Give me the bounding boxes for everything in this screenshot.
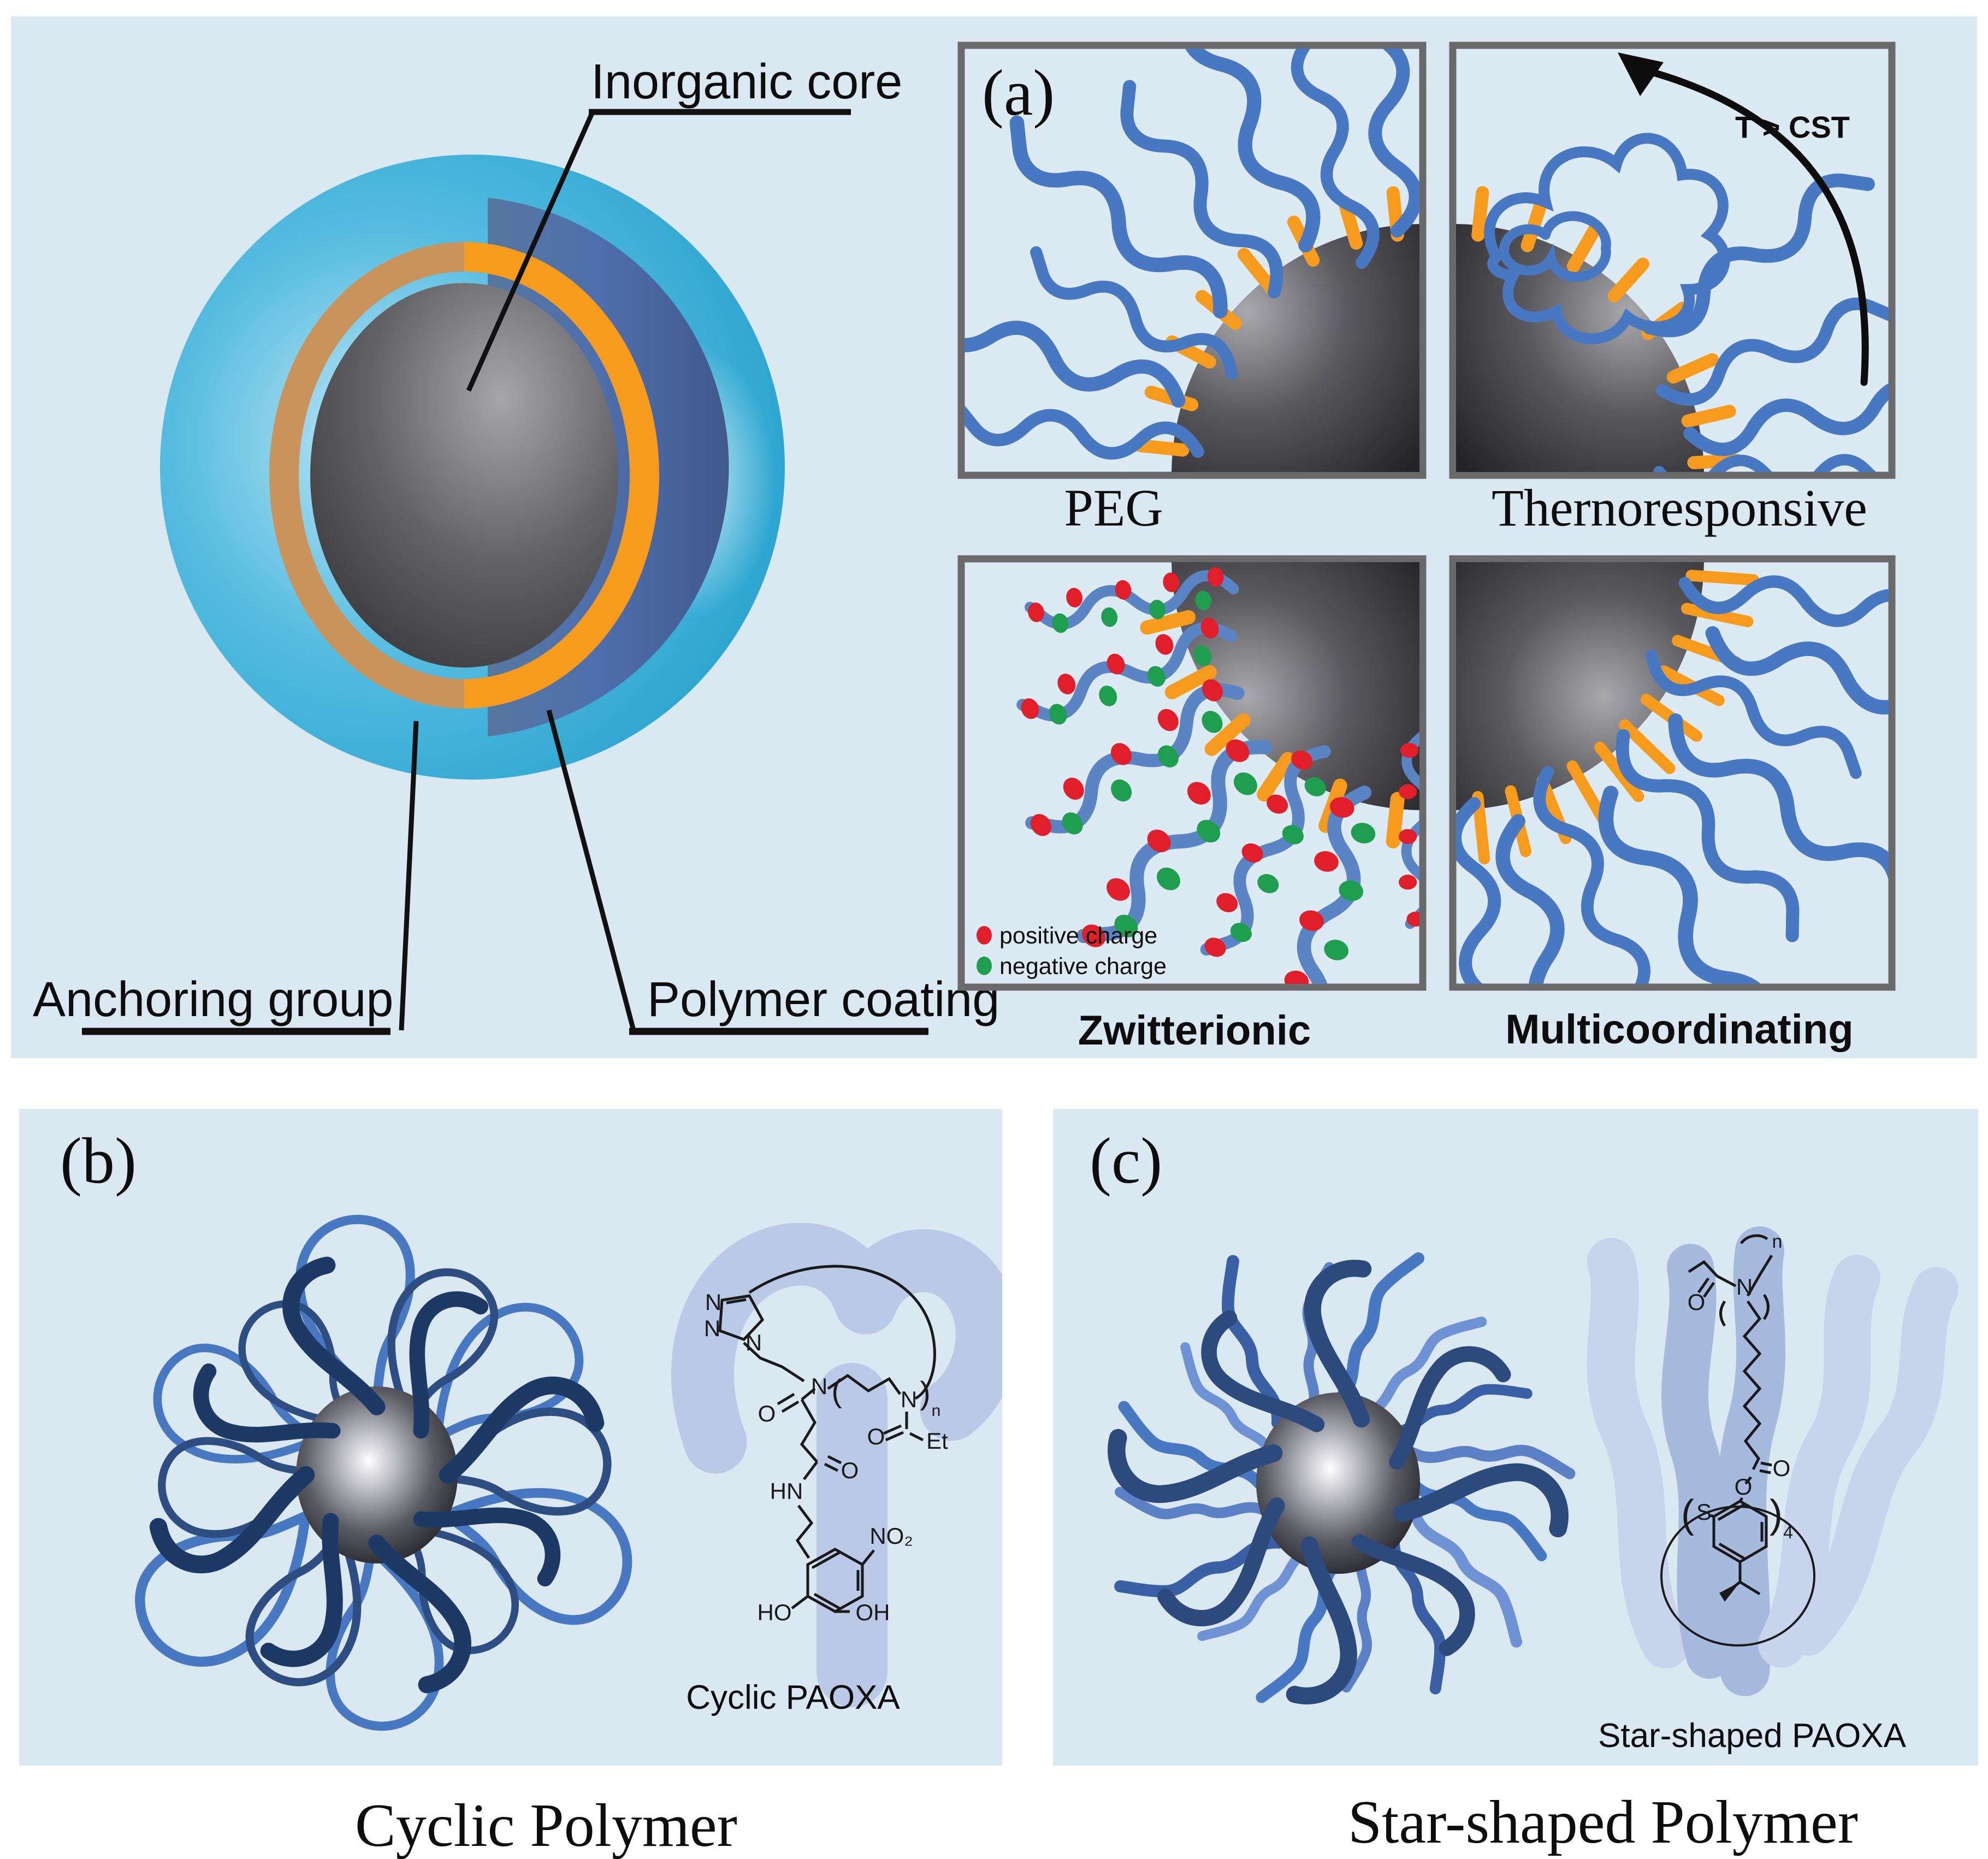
paren-close: )	[920, 1376, 930, 1411]
polymer-coating-label: Polymer coating	[647, 972, 999, 1027]
atom-ring-n: N	[901, 1386, 917, 1412]
top-panel: Inorganic core Anchoring group Polymer c…	[11, 16, 1977, 1058]
atom-et: Et	[926, 1428, 948, 1454]
paren-open: (	[831, 1373, 842, 1409]
sub-four: 4	[1783, 1522, 1793, 1542]
anchoring-ring-right	[464, 242, 659, 709]
panel-c: (c)	[1053, 1109, 1978, 1766]
atom-ho: HO	[758, 1600, 792, 1625]
atom-s: S	[1696, 1499, 1712, 1525]
structure-bonds	[718, 1265, 936, 1613]
atom-o3: O	[867, 1424, 885, 1449]
negative-charge-icon	[977, 957, 992, 975]
atom-o2: O	[841, 1457, 859, 1483]
thermo-quadrant-art	[1456, 52, 1946, 472]
paren-s-close: )	[1770, 1492, 1783, 1536]
atom-o1: O	[758, 1401, 776, 1426]
peg-quadrant-art	[915, 16, 1419, 472]
caption-cyclic-polymer: Cyclic Polymer	[355, 1792, 737, 1859]
panel-a-tag: (a)	[982, 56, 1055, 129]
star-paoxa-label: Star-shaped PAOXA	[1598, 1717, 1907, 1755]
multicoordinating-label: Multicoordinating	[1505, 1006, 1853, 1053]
thermo-core-quarter	[1456, 224, 1704, 472]
structure-atoms: N N N N ( N ) n O O HN NO₂ HO OH O Et	[704, 1289, 948, 1625]
star-core-sphere	[1256, 1392, 1420, 1574]
charge-legend: positive charge negative charge	[977, 923, 1167, 979]
atom-n3: N	[745, 1330, 762, 1355]
cyclic-polymer-particle	[120, 1219, 649, 1730]
core-shell-callouts	[82, 109, 928, 1035]
structure-atoms: n N O O O ( S ) 4	[1681, 1231, 1793, 1542]
anchoring-ring-left	[269, 242, 465, 709]
atom-no2: NO₂	[869, 1523, 913, 1549]
atom-n2: N	[704, 1315, 720, 1341]
thermo-annotation: T > CST	[1735, 110, 1850, 144]
peg-core-quarter	[1172, 224, 1419, 472]
star-paoxa-structure: n N O O O ( S ) 4 Star-shaped PAOXA	[1587, 1226, 1959, 1755]
zwitterionic-core-quarter	[1172, 562, 1419, 810]
wedge-bond	[1719, 1582, 1740, 1602]
peg-label: PEG	[1064, 479, 1163, 537]
atom-amide-n: N	[811, 1373, 827, 1399]
positive-charge-label: positive charge	[999, 923, 1157, 949]
zwitterionic-quadrant-art: positive charge negative charge	[977, 562, 1419, 1050]
atom-n1: N	[705, 1289, 721, 1315]
atom-sub-n: n	[1772, 1231, 1783, 1252]
structure-blob	[671, 1223, 1002, 1707]
panel-b: (b)	[19, 1109, 1002, 1766]
atom-o2: O	[1773, 1455, 1791, 1481]
structure-arm-blobs	[1587, 1226, 1959, 1696]
sub-n: n	[932, 1402, 941, 1420]
zwitterionic-label: Zwitterionic	[1078, 1007, 1311, 1054]
anchoring-group-label: Anchoring group	[33, 972, 393, 1027]
star-polymer-particle	[1102, 1256, 1574, 1709]
negative-charge-label: negative charge	[999, 953, 1167, 979]
core-shell-diagram	[160, 155, 785, 780]
inorganic-core-label: Inorganic core	[591, 55, 902, 109]
atom-hn: HN	[770, 1478, 803, 1504]
multicoordinating-core-quarter	[1456, 562, 1704, 810]
leader-anchoring-group	[399, 721, 419, 1031]
atom-n: N	[1736, 1274, 1753, 1300]
panel-a: T > CST	[915, 16, 1977, 1058]
cyclic-paoxa-label: Cyclic PAOXA	[686, 1679, 900, 1716]
thermo-collapsed-coil	[1484, 133, 1730, 345]
atom-o3: O	[1735, 1474, 1753, 1500]
panel-c-tag: (c)	[1090, 1124, 1162, 1197]
leader-polymer-coating	[546, 709, 636, 1031]
cyclic-paoxa-structure: N N N N ( N ) n O O HN NO₂ HO OH O Et Cy…	[671, 1223, 1002, 1716]
thermo-arrowhead-icon	[1618, 52, 1664, 96]
panel-b-tag: (b)	[60, 1124, 137, 1197]
atom-oh: OH	[856, 1600, 890, 1625]
inorganic-core-sphere	[310, 283, 618, 668]
leader-inorganic-core	[466, 111, 595, 392]
atom-o1: O	[1688, 1289, 1706, 1315]
thermo-arrow	[1640, 66, 1869, 386]
thermo-label: Thernoresponsive	[1492, 479, 1867, 537]
multicoordinating-quadrant-art	[1456, 562, 1977, 1058]
positive-charge-icon	[977, 926, 992, 945]
caption-star-shaped-polymer: Star-shaped Polymer	[1347, 1789, 1858, 1856]
paren-s-open: (	[1681, 1492, 1694, 1536]
